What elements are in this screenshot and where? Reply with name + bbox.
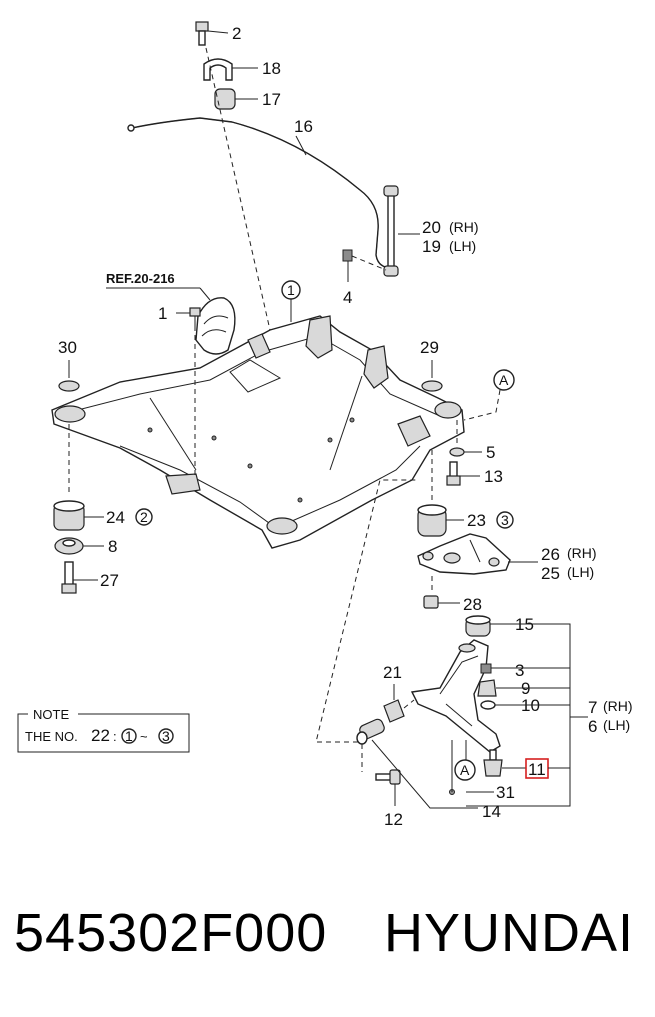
engine-mount bbox=[195, 297, 236, 355]
callout-19: 19 bbox=[422, 237, 441, 256]
reference-label: REF.20-216 bbox=[106, 271, 175, 286]
callout-13: 13 bbox=[484, 467, 503, 486]
sub-frame bbox=[51, 315, 465, 549]
callout-30: 30 bbox=[58, 338, 77, 357]
ring-10 bbox=[480, 700, 518, 710]
callout-8: 8 bbox=[108, 537, 117, 556]
callout-28: 28 bbox=[463, 595, 482, 614]
bracket-21 bbox=[383, 699, 415, 723]
callout-27: 27 bbox=[100, 571, 119, 590]
callout-5: 5 bbox=[486, 443, 495, 462]
note-title: NOTE bbox=[33, 707, 69, 722]
lower-control-arm bbox=[410, 639, 501, 753]
callout-29: 29 bbox=[420, 338, 439, 357]
bushing-23 bbox=[417, 504, 464, 537]
guide-bracket-frame bbox=[205, 47, 271, 331]
bushing-15 bbox=[465, 615, 512, 637]
circle-marker-3 bbox=[496, 511, 514, 529]
stabilizer-bushing bbox=[214, 88, 258, 110]
marker-a-top bbox=[493, 369, 515, 391]
callout-24: 24 bbox=[106, 508, 125, 527]
label-rh-7: (RH) bbox=[603, 698, 633, 714]
note-colon: : bbox=[113, 729, 117, 744]
callout-12: 12 bbox=[384, 810, 403, 829]
washer-5 bbox=[449, 447, 482, 457]
mount-bolt bbox=[176, 307, 201, 476]
note-range-start: 1 bbox=[125, 728, 133, 744]
circle-marker-1-label: 1 bbox=[287, 282, 295, 298]
washer-30 bbox=[58, 380, 80, 392]
reference-arrow bbox=[199, 287, 211, 301]
stabilizer-bar bbox=[127, 117, 393, 269]
guide-a-path bbox=[315, 479, 418, 743]
part-number: 545302F000 bbox=[14, 903, 328, 963]
circle-marker-2 bbox=[135, 508, 153, 526]
note-text: THE NO. bbox=[25, 729, 78, 744]
stabilizer-bracket bbox=[203, 58, 258, 81]
brand-name: HYUNDAI bbox=[384, 903, 635, 963]
bolt-13 bbox=[446, 461, 480, 486]
mount-bracket bbox=[417, 533, 538, 575]
callout-21: 21 bbox=[383, 663, 402, 682]
bushing-8 bbox=[54, 537, 104, 555]
front-bushing bbox=[356, 718, 385, 745]
callout-11: 11 bbox=[528, 760, 546, 779]
dust-cover-9 bbox=[477, 679, 518, 697]
callout-20: 20 bbox=[422, 218, 441, 237]
stabilizer-bolt bbox=[195, 21, 229, 46]
marker-a-bottom-label: A bbox=[460, 762, 470, 778]
label-rh-26: (RH) bbox=[567, 545, 597, 561]
callout-17: 17 bbox=[262, 90, 281, 109]
callout-14: 14 bbox=[482, 802, 501, 821]
label-lh-6: (LH) bbox=[603, 717, 630, 733]
circle-marker-2-label: 2 bbox=[140, 509, 148, 525]
callout-7: 7 bbox=[588, 698, 597, 717]
label-rh-20: (RH) bbox=[449, 219, 479, 235]
callout-18: 18 bbox=[262, 59, 281, 78]
nut-3 bbox=[480, 663, 512, 674]
callout-16: 16 bbox=[294, 117, 313, 136]
callout-25: 25 bbox=[541, 564, 560, 583]
callout-26: 26 bbox=[541, 545, 560, 564]
note-circle-start bbox=[121, 728, 137, 744]
callout-6: 6 bbox=[588, 717, 597, 736]
callout-31: 31 bbox=[496, 783, 515, 802]
note-range-end: 3 bbox=[162, 728, 170, 744]
link-nut bbox=[342, 249, 387, 282]
note-number: 22 bbox=[91, 726, 110, 745]
cotter-pin-31 bbox=[449, 740, 494, 795]
leader-14 bbox=[371, 739, 478, 809]
washer-29 bbox=[421, 380, 443, 392]
bolt-12 bbox=[375, 769, 401, 806]
bushing-24 bbox=[53, 500, 104, 531]
circle-marker-3-label: 3 bbox=[501, 512, 509, 528]
stabilizer-link bbox=[383, 185, 420, 277]
exploded-parts-diagram: 2 18 17 16 20 (RH) 19 (LH) 4 bbox=[17, 21, 633, 829]
ball-joint-11 bbox=[483, 749, 526, 777]
callout-2: 2 bbox=[232, 24, 241, 43]
callout-3: 3 bbox=[515, 661, 524, 680]
note-circle-end bbox=[158, 728, 174, 744]
nut-28 bbox=[423, 595, 460, 609]
bolt-27 bbox=[61, 561, 98, 594]
callout-1: 1 bbox=[158, 304, 167, 323]
assembly-bracket-7-6 bbox=[466, 623, 571, 807]
guide-a-top bbox=[463, 389, 501, 421]
label-lh-25: (LH) bbox=[567, 564, 594, 580]
label-lh-19: (LH) bbox=[449, 238, 476, 254]
note-tilde: ~ bbox=[140, 729, 148, 744]
marker-a-top-label: A bbox=[499, 372, 509, 388]
callout-23: 23 bbox=[467, 511, 486, 530]
callout-4: 4 bbox=[343, 288, 352, 307]
marker-a-bottom bbox=[454, 759, 476, 781]
